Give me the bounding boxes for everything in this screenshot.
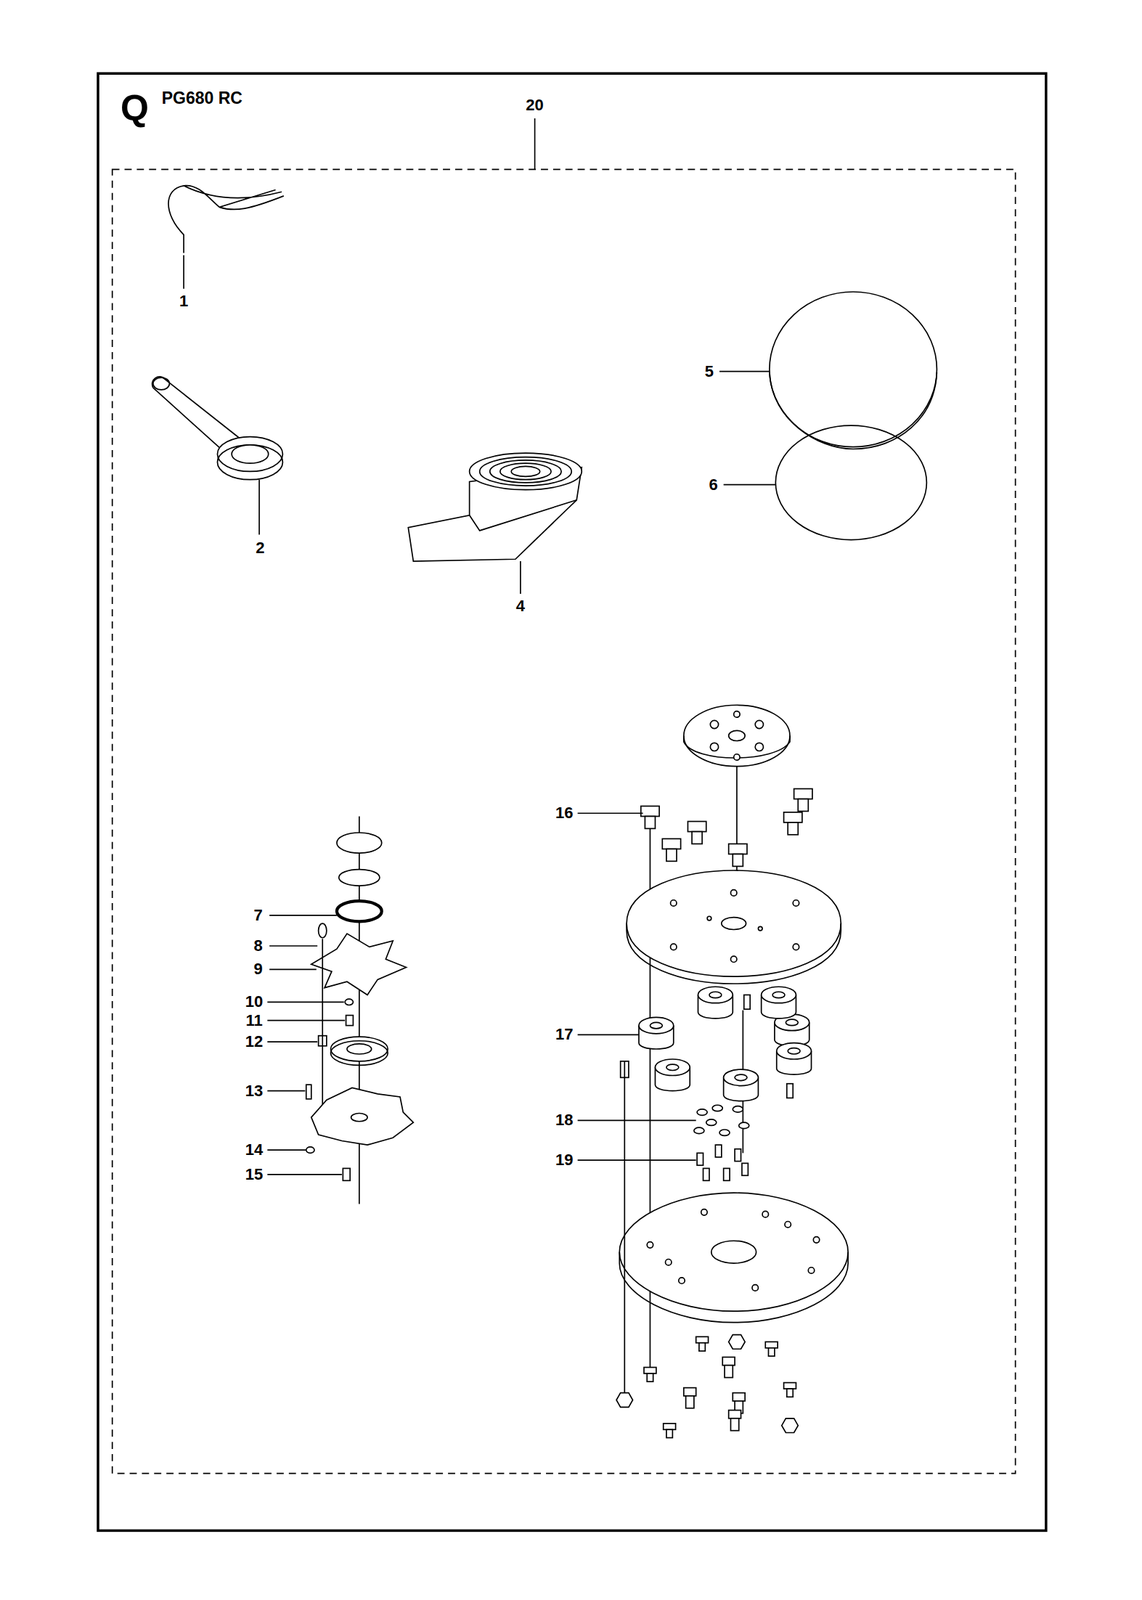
callout-number: 18 [555,1112,573,1129]
callout-number: 10 [245,993,263,1010]
callout-number: 13 [245,1083,263,1100]
callout-number: 17 [555,1026,573,1043]
section-letter: Q [120,90,149,127]
callout-number: 6 [708,476,718,493]
callout-number: 7 [254,907,263,924]
callout-number: 16 [555,805,573,822]
callout-number: 9 [254,961,263,978]
callout-number: 8 [254,937,263,954]
callout-number: 19 [555,1152,573,1169]
callout-number: 12 [245,1033,263,1050]
callout-number: 20 [525,97,544,114]
callout-number: 5 [704,363,714,380]
callout-number: 11 [245,1012,263,1029]
callout-number: 15 [245,1166,263,1183]
callout-number: 14 [245,1142,263,1158]
callout-number: 2 [255,540,265,557]
callout-number: 1 [179,293,189,310]
diagram-title: PG680 RC [161,89,243,106]
callout-number: 4 [516,598,525,615]
